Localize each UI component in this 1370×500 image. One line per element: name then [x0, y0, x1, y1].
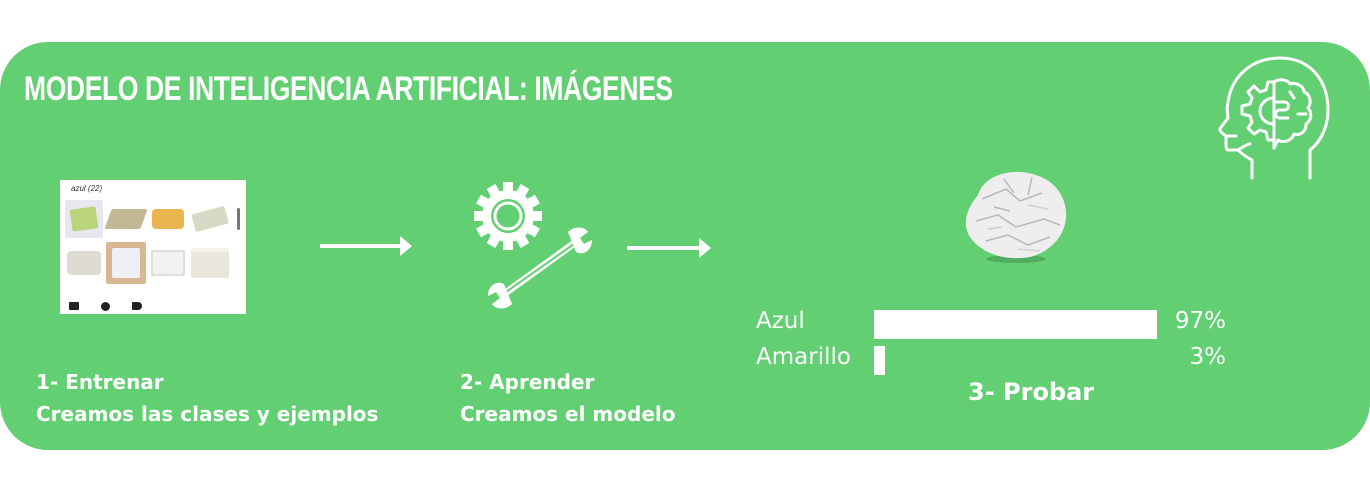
thumbnail-white-window-box — [148, 242, 188, 284]
prediction-label: Amarillo — [756, 344, 851, 370]
page-title: MODELO DE INTELIGENCIA ARTIFICIAL: IMÁGE… — [24, 70, 673, 108]
thumbnail-egg-tray-flat — [104, 198, 148, 240]
thumbnail-white-box — [106, 242, 146, 284]
thumbnail-grid — [64, 198, 232, 286]
crumpled-paper-ball — [965, 171, 1067, 263]
thumbnail-shoe-box — [190, 242, 230, 284]
webcam-icon[interactable] — [101, 302, 110, 311]
thumbnail-scrollbar[interactable] — [237, 202, 240, 282]
prediction-bar — [874, 310, 1157, 339]
step-1-text: 1- Entrenar Creamos las clases y ejemplo… — [36, 366, 378, 430]
prediction-row-azul: Azul 97% — [756, 308, 1236, 339]
label-icon[interactable] — [132, 302, 142, 310]
step-1-title: 1- Entrenar — [36, 370, 164, 394]
step-2-text: 2- Aprender Creamos el modelo — [460, 366, 676, 430]
prediction-label: Azul — [756, 308, 805, 334]
arrow-right-2 — [627, 238, 711, 258]
step-2-title: 2- Aprender — [460, 370, 595, 394]
step-1-description: Creamos las clases y ejemplos — [36, 402, 379, 426]
thumbnail-egg-tray-green — [64, 198, 104, 240]
thumbnail-egg-carton-grey — [64, 242, 104, 284]
prediction-bar — [874, 346, 885, 375]
prediction-value: 3% — [1189, 344, 1227, 370]
step-2-description: Creamos el modelo — [460, 402, 676, 426]
step-3-title: 3- Probar — [968, 378, 1095, 406]
gear-wrench-icon — [474, 182, 592, 309]
prediction-value: 97% — [1174, 308, 1226, 334]
upload-image-icon[interactable] — [69, 302, 79, 310]
head-brain-gear-icon — [1218, 56, 1330, 180]
thumbnail-egg-carton-white — [190, 198, 230, 240]
prediction-row-amarillo: Amarillo 3% — [756, 344, 1236, 375]
thumbnail-egg-carton-yellow — [148, 198, 188, 240]
class-label: azul (22) — [71, 184, 103, 193]
arrow-right-1 — [320, 236, 412, 256]
training-toolbar — [69, 302, 159, 311]
training-screenshot: azul (22) — [60, 180, 246, 314]
